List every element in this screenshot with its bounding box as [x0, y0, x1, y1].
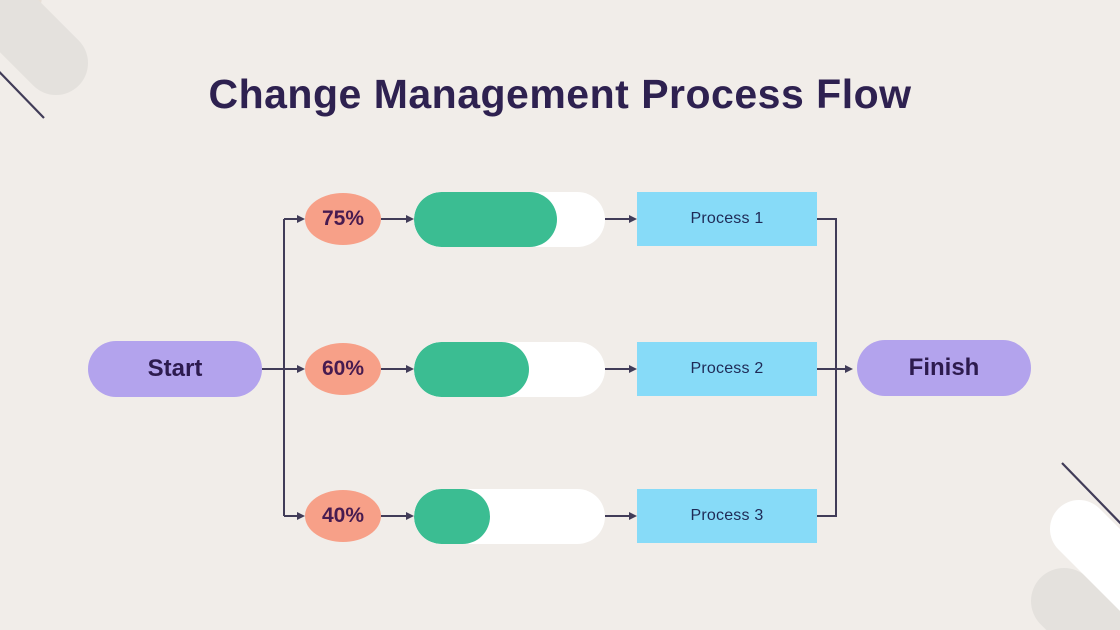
connectors [262, 215, 853, 520]
percent-oval-2: 60% [305, 343, 381, 395]
decor-diagonal-line [0, 70, 45, 119]
percent-label-3: 40% [321, 504, 365, 527]
merge-line [817, 218, 837, 517]
process-label-2: Process 2 [690, 360, 764, 377]
progress-bar-1 [414, 192, 605, 247]
percent-label-1: 75% [321, 207, 365, 230]
progress-fill-3 [414, 489, 491, 544]
process-box-1: Process 1 [637, 192, 817, 246]
decor-bottom-right [1031, 462, 1120, 630]
start-label: Start [147, 355, 203, 382]
finish-label: Finish [908, 354, 980, 381]
progress-bar-3 [414, 489, 605, 544]
process-label-1: Process 1 [690, 210, 764, 227]
percent-label-2: 60% [321, 357, 365, 380]
decor-diagonal-line [1061, 462, 1120, 525]
process-label-3: Process 3 [690, 507, 764, 524]
decor-gray-capsule [1031, 568, 1120, 630]
progress-bar-2 [414, 342, 605, 397]
page-title: Change Management Process Flow [208, 71, 912, 117]
percent-oval-3: 40% [305, 490, 381, 542]
start-node: Start [88, 341, 262, 397]
process-box-2: Process 2 [637, 342, 817, 396]
decor-white-capsule [1050, 500, 1120, 612]
progress-fill-1 [414, 192, 558, 247]
finish-node: Finish [857, 340, 1031, 396]
decor-top-left [0, 0, 88, 119]
progress-fill-2 [414, 342, 529, 397]
process-box-3: Process 3 [637, 489, 817, 543]
percent-oval-1: 75% [305, 193, 381, 245]
decor-gray-capsule [0, 0, 88, 95]
